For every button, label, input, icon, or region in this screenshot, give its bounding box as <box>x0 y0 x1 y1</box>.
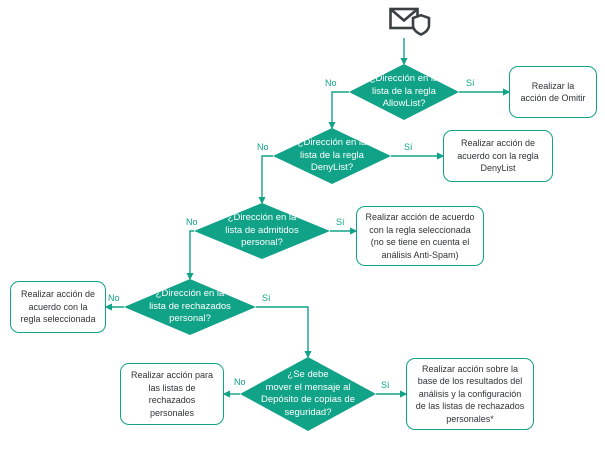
decision-allowlist-label: ¿Dirección en la lista de la regla Allow… <box>369 73 439 110</box>
decision-backup-storage-label: ¿Se debe mover el mensaje al Depósito de… <box>260 369 355 418</box>
edge-label-d3-si: Sí <box>336 217 345 227</box>
edge-label-d2-no: No <box>257 142 269 152</box>
action-omitir-label: Realizar la acción de Omitir <box>520 80 586 104</box>
decision-denylist-label: ¿Dirección en la lista de la regla DenyL… <box>297 137 367 174</box>
action-analysis-results-label: Realizar acción sobre la base de los res… <box>415 363 525 424</box>
action-personal-denylists-box[interactable]: Realizar acción para las listas de recha… <box>120 363 224 425</box>
action-selected-rule-box[interactable]: Realizar acción de acuerdo con la regla … <box>10 281 106 333</box>
edge-label-d4-si: Sí <box>262 293 271 303</box>
decision-personal-allowlist-label: ¿Dirección en la lista de admitidos pers… <box>225 212 299 249</box>
action-omitir-box[interactable]: Realizar la acción de Omitir <box>509 66 597 118</box>
action-selected-rule-label: Realizar acción de acuerdo con la regla … <box>20 289 96 325</box>
edge-label-d3-no: No <box>186 217 198 227</box>
edge-d3-d4 <box>186 230 194 281</box>
action-analysis-results-box[interactable]: Realizar acción sobre la base de los res… <box>406 358 534 430</box>
action-denylist-label: Realizar acción de acuerdo con la regla … <box>457 138 539 174</box>
decision-allowlist[interactable]: ¿Dirección en la lista de la regla Allow… <box>349 64 459 120</box>
action-selected-rule-nospam-box[interactable]: Realizar acción de acuerdo con la regla … <box>356 206 484 266</box>
edge-label-d1-no: No <box>325 78 337 88</box>
decision-denylist[interactable]: ¿Dirección en la lista de la regla DenyL… <box>273 128 391 184</box>
action-denylist-box[interactable]: Realizar acción de acuerdo con la regla … <box>443 130 553 182</box>
edge-label-d2-si: Sí <box>404 142 413 152</box>
action-personal-denylists-label: Realizar acción para las listas de recha… <box>130 370 214 418</box>
edge-label-d5-si: Sí <box>381 380 390 390</box>
edge-label-d1-si: Sí <box>466 78 475 88</box>
edge-label-d4-no: No <box>108 293 120 303</box>
edge-d2-d3 <box>258 155 273 205</box>
decision-backup-storage[interactable]: ¿Se debe mover el mensaje al Depósito de… <box>240 357 376 431</box>
decision-personal-allowlist[interactable]: ¿Dirección en la lista de admitidos pers… <box>194 203 330 259</box>
action-selected-rule-nospam-label: Realizar acción de acuerdo con la regla … <box>365 212 475 260</box>
edge-d1-d2 <box>328 91 349 130</box>
envelope-shield-icon <box>389 7 431 36</box>
edge-label-d5-no: No <box>234 377 246 387</box>
decision-personal-denylist-label: ¿Dirección en la lista de rechazados per… <box>149 288 231 325</box>
decision-personal-denylist[interactable]: ¿Dirección en la lista de rechazados per… <box>124 279 256 335</box>
edge-d4-d5 <box>256 306 312 359</box>
